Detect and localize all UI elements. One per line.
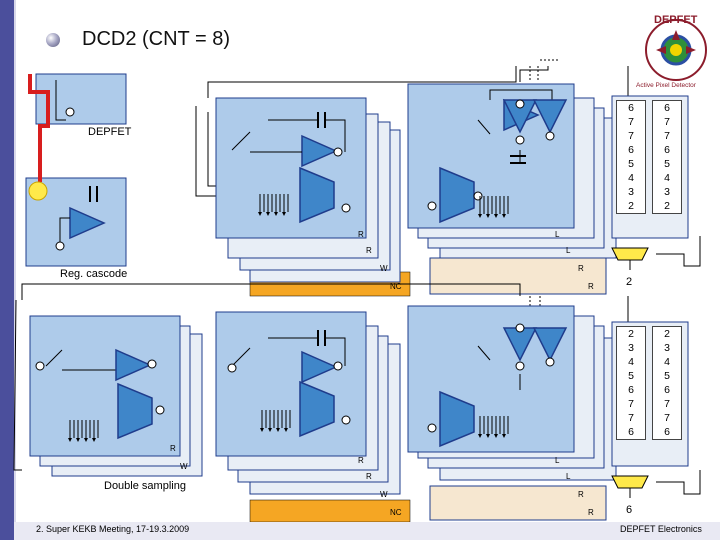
cell: 7	[664, 412, 670, 424]
cell: 6	[664, 144, 670, 156]
cell: 7	[664, 130, 670, 142]
cell: 3	[664, 342, 670, 354]
top-column-left: 6 7 7 6 5 4 3 2	[616, 100, 646, 214]
logo-text-depfet: DEPFET	[654, 14, 698, 26]
cell: 3	[664, 186, 670, 198]
signal-top-r1: R	[358, 230, 364, 239]
slide-title: DCD2 (CNT = 8)	[82, 28, 230, 50]
cell: 3	[628, 186, 634, 198]
signal-top-r4: R	[588, 282, 594, 291]
signal-top-r3: R	[578, 264, 584, 273]
adc-cell-right-top	[407, 83, 575, 229]
signal-bottom-l2: L	[566, 472, 571, 481]
depfet-logo-icon	[645, 19, 707, 81]
footer-left-text: 2. Super KEKB Meeting, 17-19.3.2009	[36, 524, 190, 534]
label-reg-cascode: Reg. cascode	[60, 268, 128, 280]
cell: 2	[664, 200, 670, 212]
slide-sidebar	[0, 0, 14, 540]
cell: 5	[628, 158, 634, 170]
cell: 2	[628, 200, 634, 212]
bottom-column-left: 2 3 4 5 6 7 7 6	[616, 326, 646, 440]
depfet-yellow-node	[28, 181, 48, 201]
top-result-value: 2	[626, 276, 633, 288]
cell: 7	[628, 398, 634, 410]
cell: 7	[628, 116, 634, 128]
title-bullet-icon	[46, 33, 60, 47]
sidebar-divider	[14, 0, 16, 540]
cell: 6	[628, 102, 634, 114]
orange-bar-bottom-nc	[249, 499, 411, 523]
logo-text-ring: Active Pixel Detector	[636, 82, 696, 89]
adc-cell-mid-top	[215, 97, 367, 239]
signal-bottom-r3: R	[578, 490, 584, 499]
cell: 6	[664, 102, 670, 114]
cell: 4	[664, 172, 670, 184]
footer-right-text: DEPFET Electronics	[620, 524, 702, 534]
depfet-red-wire	[28, 74, 50, 182]
signal-bottom-r4: R	[588, 508, 594, 517]
adc-cell-right-bottom	[407, 305, 575, 453]
bottom-column-right: 2 3 4 5 6 7 7 6	[652, 326, 682, 440]
signal-bottom-w: W	[380, 490, 388, 499]
bottom-result-value: 6	[626, 504, 633, 516]
signal-top-l2: L	[566, 246, 571, 255]
signal-left-r: R	[170, 444, 176, 453]
cell: 7	[664, 116, 670, 128]
label-depfet: DEPFET	[88, 126, 132, 138]
cell: 6	[664, 426, 670, 438]
cell: 4	[628, 356, 634, 368]
cell: 2	[664, 328, 670, 340]
signal-bottom-r2: R	[366, 472, 372, 481]
signal-top-r2: R	[366, 246, 372, 255]
bottom-wiring	[13, 283, 629, 471]
adc-cell-mid-bottom	[215, 311, 367, 457]
cell: 5	[628, 370, 634, 382]
signal-top-w: W	[380, 264, 388, 273]
cell: 6	[628, 144, 634, 156]
depfet-cell-top	[25, 73, 127, 267]
cell: 5	[664, 158, 670, 170]
cell: 2	[628, 328, 634, 340]
cell: 6	[628, 426, 634, 438]
cell: 7	[664, 398, 670, 410]
cell: 3	[628, 342, 634, 354]
signal-bottom-l1: L	[555, 456, 560, 465]
cell: 4	[628, 172, 634, 184]
cell: 6	[664, 384, 670, 396]
cell: 7	[628, 130, 634, 142]
signal-top-nc: NC	[390, 282, 402, 291]
cell: 6	[628, 384, 634, 396]
footer-bar	[14, 522, 720, 540]
signal-bottom-r1: R	[358, 456, 364, 465]
cell: 5	[664, 370, 670, 382]
signal-bottom-nc: NC	[390, 508, 402, 517]
signal-left-w: W	[180, 462, 188, 471]
signal-top-l1: L	[555, 230, 560, 239]
adc-cell-left-bottom	[29, 315, 181, 457]
cell: 7	[628, 412, 634, 424]
label-double-sampling: Double sampling	[104, 480, 186, 492]
cell: 4	[664, 356, 670, 368]
top-column-right: 6 7 7 6 5 4 3 2	[652, 100, 682, 214]
